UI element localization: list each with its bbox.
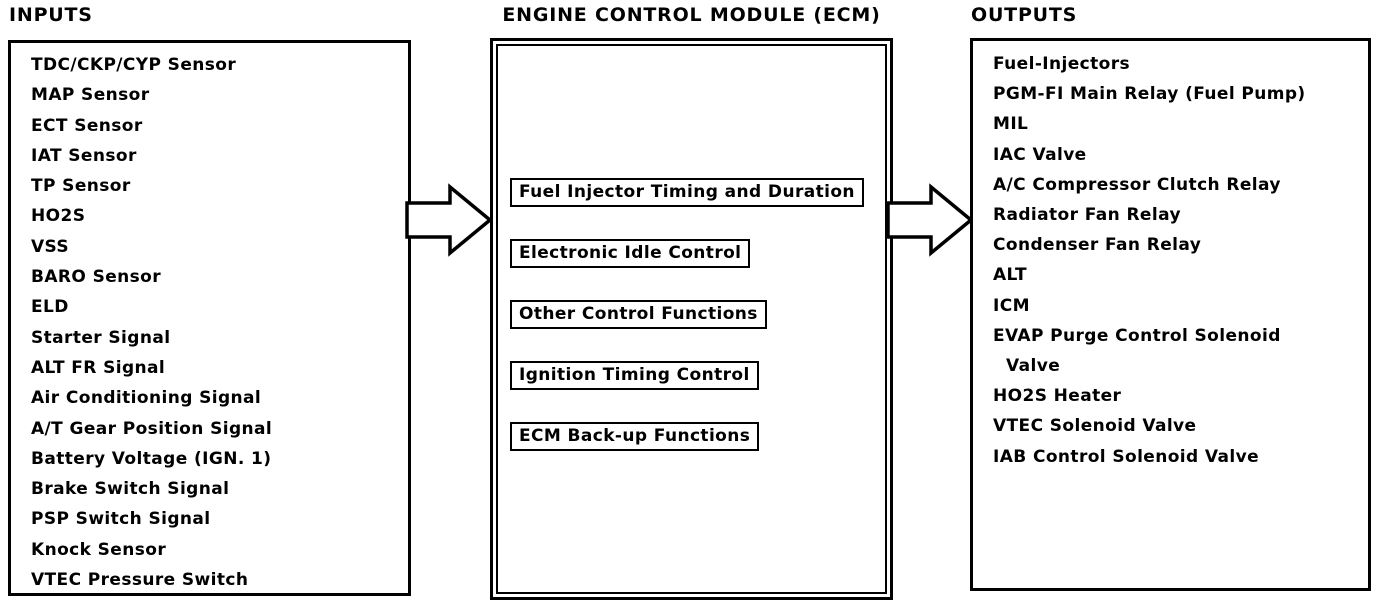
input-item: TDC/CKP/CYP Sensor [31,55,237,75]
input-item: Brake Switch Signal [31,479,230,500]
inputs-title: INPUTS [9,4,93,26]
input-item: VTEC Pressure Switch [31,570,249,591]
inputs-to-ecm-arrow-icon [405,183,493,257]
input-item: Knock Sensor [31,539,167,560]
output-item: Fuel-Injectors [993,54,1131,74]
output-item: VTEC Solenoid Valve [993,416,1197,437]
input-item: TP Sensor [31,176,131,197]
output-item: IAB Control Solenoid Valve [993,446,1260,467]
input-item: MAP Sensor [31,85,150,106]
input-item: BARO Sensor [31,267,162,288]
input-item: Starter Signal [31,327,171,348]
input-item: A/T Gear Position Signal [31,418,273,439]
ecm-function-box: Ignition Timing Control [510,361,759,390]
output-item: Condenser Fan Relay [993,235,1202,256]
ecm-function-box: Electronic Idle Control [510,239,751,268]
output-item: PGM-FI Main Relay (Fuel Pump) [993,84,1306,105]
ecm-to-outputs-arrow-icon [886,183,974,257]
output-item: Radiator Fan Relay [993,205,1181,226]
input-item: Air Conditioning Signal [31,388,262,409]
output-item: Valve [1006,356,1061,377]
input-item: ALT FR Signal [31,357,166,378]
output-item: IAC Valve [993,144,1087,165]
input-item: VSS [31,236,70,257]
input-item: ELD [31,297,69,318]
ecm-function-box: Fuel Injector Timing and Duration [510,178,864,207]
outputs-title: OUTPUTS [971,4,1078,26]
output-item: ICM [993,295,1030,316]
ecm-function-box: Other Control Functions [510,300,767,329]
output-item: EVAP Purge Control Solenoid [993,325,1281,346]
input-item: HO2S [31,206,86,227]
output-item: HO2S Heater [993,386,1122,407]
ecm-function-box: ECM Back-up Functions [510,422,760,451]
output-item: A/C Compressor Clutch Relay [993,174,1281,195]
input-item: PSP Switch Signal [31,509,211,530]
output-item: MIL [993,114,1029,135]
input-item: IAT Sensor [31,145,137,166]
input-item: ECT Sensor [31,115,143,136]
input-item: Battery Voltage (IGN. 1) [31,448,272,469]
output-item: ALT [993,265,1027,286]
ecm-title: ENGINE CONTROL MODULE (ECM) [502,4,881,26]
